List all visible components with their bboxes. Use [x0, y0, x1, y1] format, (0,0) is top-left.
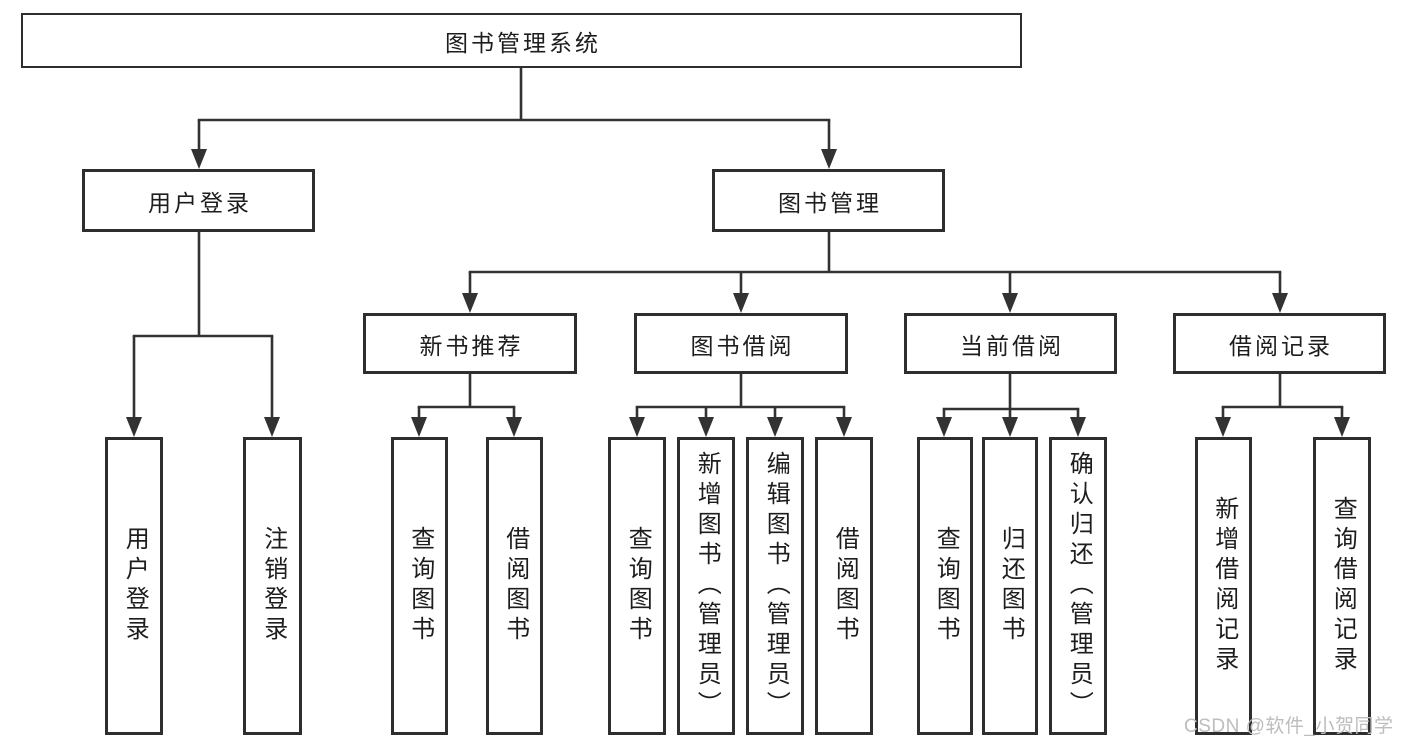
leaf-confirm-return: 确认归还（管理员）	[1049, 437, 1107, 735]
leaf-user-login-label: 用户登录	[121, 526, 149, 646]
node-user-login: 用户登录	[82, 169, 315, 232]
leaf-query-borrow-record: 查询借阅记录	[1313, 437, 1371, 735]
csdn-watermark: CSDN @软件_小贺同学	[1184, 716, 1394, 737]
leaf-borrow-books-newbooks: 借阅图书	[486, 437, 543, 735]
leaf-query-books-newbooks-label: 查询图书	[406, 526, 434, 646]
leaf-add-borrow-record-label: 新增借阅记录	[1210, 496, 1238, 676]
leaf-return-books: 归还图书	[982, 437, 1038, 735]
leaf-query-books-newbooks: 查询图书	[391, 437, 448, 735]
leaf-query-books-bookborrow-label: 查询图书	[624, 526, 652, 646]
leaf-query-books-current-label: 查询图书	[932, 526, 960, 646]
node-current-borrow-label: 当前借阅	[960, 332, 1064, 359]
leaf-edit-books: 编辑图书（管理员）	[746, 437, 804, 735]
leaf-logout-label: 注销登录	[259, 526, 287, 646]
leaf-borrow-books-bookborrow: 借阅图书	[815, 437, 873, 735]
node-new-books-label: 新书推荐	[419, 332, 524, 359]
node-book-mgmt: 图书管理	[712, 169, 945, 232]
node-new-books: 新书推荐	[363, 313, 577, 374]
leaf-borrow-books-newbooks-label: 借阅图书	[501, 526, 529, 646]
leaf-query-borrow-record-label: 查询借阅记录	[1329, 496, 1357, 676]
node-root-label: 图书管理系统	[445, 29, 601, 56]
leaf-query-books-bookborrow: 查询图书	[608, 437, 666, 735]
leaf-user-login: 用户登录	[105, 437, 163, 735]
leaf-return-books-label: 归还图书	[997, 526, 1025, 646]
node-book-borrow: 图书借阅	[634, 313, 848, 374]
leaf-query-books-current: 查询图书	[917, 437, 973, 735]
leaf-logout: 注销登录	[243, 437, 302, 735]
node-borrow-records-label: 借阅记录	[1229, 332, 1333, 359]
node-book-borrow-label: 图书借阅	[690, 332, 795, 359]
leaf-add-borrow-record: 新增借阅记录	[1195, 437, 1252, 735]
leaf-add-books-label: 新增图书（管理员）	[693, 451, 721, 721]
node-root: 图书管理系统	[21, 13, 1022, 68]
node-user-login-label: 用户登录	[148, 189, 252, 216]
leaf-confirm-return-label: 确认归还（管理员）	[1065, 451, 1093, 721]
node-book-mgmt-label: 图书管理	[778, 189, 882, 216]
node-current-borrow: 当前借阅	[904, 313, 1117, 374]
node-borrow-records: 借阅记录	[1173, 313, 1386, 374]
leaf-edit-books-label: 编辑图书（管理员）	[762, 451, 790, 721]
leaf-add-books: 新增图书（管理员）	[677, 437, 735, 735]
leaf-borrow-books-bookborrow-label: 借阅图书	[831, 526, 859, 646]
